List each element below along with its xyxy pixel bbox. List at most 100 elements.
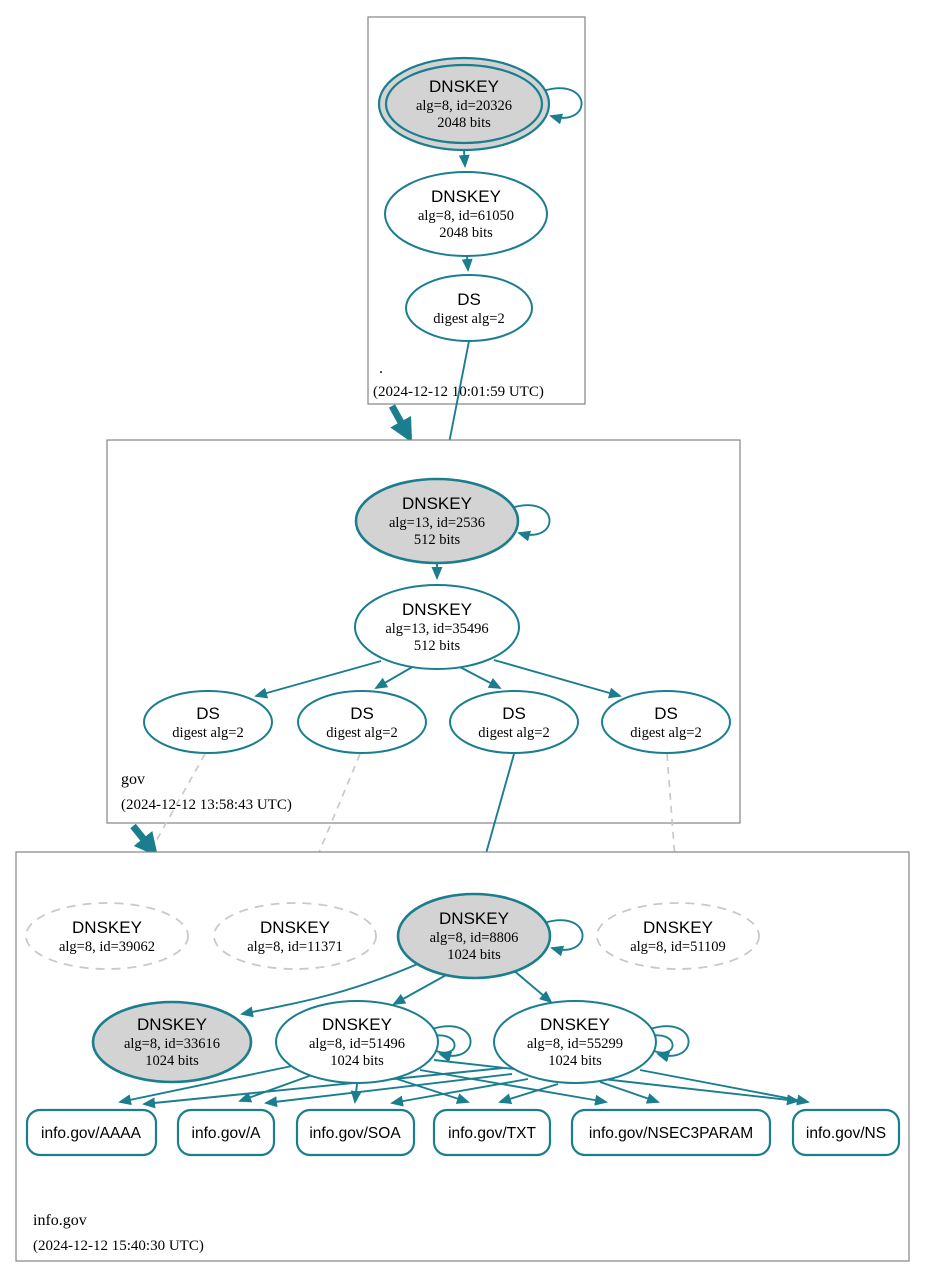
dnskey-node-51496[interactable]: DNSKEY alg=8, id=51496 1024 bits xyxy=(275,1000,439,1084)
self-loop-dnskey-20326 xyxy=(542,87,583,125)
rrset-label: info.gov/SOA xyxy=(309,1125,401,1142)
node-title: DS xyxy=(654,704,678,723)
edge-51496-to-aaaa xyxy=(118,1065,293,1106)
node-bits: 512 bits xyxy=(414,638,461,654)
node-bits: 1024 bits xyxy=(447,947,501,963)
edge-55299-to-aaaa xyxy=(142,1067,504,1109)
rrset-node-info-gov-ns[interactable]: info.gov/NS xyxy=(791,1108,901,1157)
edge-51496-to-txt xyxy=(419,1069,608,1106)
edge-gov-zsk-to-ds2 xyxy=(374,665,415,690)
edge-root-ksk-to-zsk xyxy=(458,150,470,168)
dnskey-node-20326[interactable]: DNSKEY alg=8, id=20326 2048 bits xyxy=(377,56,551,152)
dnskey-node-51109[interactable]: DNSKEY alg=8, id=51109 xyxy=(596,902,760,970)
ds-node-gov-1[interactable]: DS digest alg=2 xyxy=(143,690,273,754)
node-title: DNSKEY xyxy=(540,1015,610,1034)
node-alg: digest alg=2 xyxy=(478,725,549,741)
node-bits: 1024 bits xyxy=(330,1053,384,1069)
node-alg: alg=8, id=39062 xyxy=(59,939,155,955)
delegation-arrow-gov-to-infogov xyxy=(130,823,158,857)
node-title: DNSKEY xyxy=(72,918,142,937)
node-alg: alg=8, id=61050 xyxy=(418,208,514,224)
delegation-arrow-root-to-gov xyxy=(388,404,413,443)
self-loop-dnskey-51496 xyxy=(431,1025,472,1063)
edge-55299-to-txt xyxy=(498,1083,559,1104)
dnskey-node-55299[interactable]: DNSKEY alg=8, id=55299 1024 bits xyxy=(493,1000,657,1084)
ds-node-gov-3[interactable]: DS digest alg=2 xyxy=(449,690,579,754)
node-title: DS xyxy=(457,290,481,309)
node-alg: digest alg=2 xyxy=(326,725,397,741)
node-alg: alg=8, id=8806 xyxy=(430,930,519,946)
zone-box-root: DNSKEY alg=8, id=20326 2048 bits DNSKEY … xyxy=(367,16,586,405)
zone-box-infogov: DNSKEY alg=8, id=39062 DNSKEY alg=8, id=… xyxy=(15,851,910,1262)
rrset-label: info.gov/A xyxy=(192,1125,262,1142)
node-title: DS xyxy=(196,704,220,723)
edge-55299-to-a xyxy=(264,1073,513,1108)
node-alg: alg=8, id=20326 xyxy=(416,98,512,114)
node-title: DNSKEY xyxy=(429,77,499,96)
dnskey-node-35496[interactable]: DNSKEY alg=13, id=35496 512 bits xyxy=(354,584,520,670)
node-title: DNSKEY xyxy=(402,494,472,513)
node-alg: alg=8, id=11371 xyxy=(247,939,343,955)
dnskey-node-8806[interactable]: DNSKEY alg=8, id=8806 1024 bits xyxy=(396,892,552,980)
rrset-label: info.gov/NSEC3PARAM xyxy=(589,1125,753,1142)
edge-gov-zsk-to-ds3 xyxy=(457,665,502,689)
ds-node-root[interactable]: DS digest alg=2 xyxy=(405,274,533,342)
edge-gov-ds1-to-dnskey-39062 xyxy=(123,753,206,900)
node-title: DS xyxy=(350,704,374,723)
rrset-node-info-gov-a[interactable]: info.gov/A xyxy=(176,1108,276,1157)
node-bits: 2048 bits xyxy=(439,225,493,241)
node-alg: alg=13, id=2536 xyxy=(389,515,485,531)
node-bits: 1024 bits xyxy=(548,1053,602,1069)
node-title: DS xyxy=(502,704,526,723)
zone-timestamp-gov: (2024-12-12 13:58:43 UTC) xyxy=(121,797,292,813)
edge-51496-to-nsec3param xyxy=(393,1077,470,1104)
node-title: DNSKEY xyxy=(439,909,509,928)
edge-51496-to-a xyxy=(238,1074,313,1103)
edge-gov-zsk-to-ds4 xyxy=(493,659,622,699)
node-bits: 512 bits xyxy=(414,532,461,548)
self-loop-dnskey-8806 xyxy=(543,919,584,957)
node-alg: digest alg=2 xyxy=(433,311,504,327)
rrset-label: info.gov/NS xyxy=(806,1125,886,1142)
dnskey-node-39062[interactable]: DNSKEY alg=8, id=39062 xyxy=(25,902,189,970)
rrset-label: info.gov/TXT xyxy=(448,1125,536,1142)
node-bits: 1024 bits xyxy=(145,1053,199,1069)
node-alg: alg=8, id=33616 xyxy=(124,1036,220,1052)
zone-label-infogov: info.gov xyxy=(33,1212,87,1229)
node-alg: digest alg=2 xyxy=(172,725,243,741)
node-title: DNSKEY xyxy=(137,1015,207,1034)
zone-label-root: . xyxy=(379,360,383,377)
ds-node-gov-4[interactable]: DS digest alg=2 xyxy=(601,690,731,754)
dnskey-node-33616[interactable]: DNSKEY alg=8, id=33616 1024 bits xyxy=(91,1000,253,1084)
edge-55299-to-nsec3param xyxy=(599,1081,660,1104)
self-loop-dnskey-2536 xyxy=(510,504,551,542)
dnskey-node-2536[interactable]: DNSKEY alg=13, id=2536 512 bits xyxy=(354,477,520,565)
node-alg: alg=8, id=55299 xyxy=(527,1036,623,1052)
node-title: DNSKEY xyxy=(402,600,472,619)
rrset-node-info-gov-nsec3param[interactable]: info.gov/NSEC3PARAM xyxy=(570,1108,772,1157)
node-alg: alg=13, id=35496 xyxy=(385,621,488,637)
node-alg: alg=8, id=51109 xyxy=(630,939,726,955)
zone-timestamp-infogov: (2024-12-12 15:40:30 UTC) xyxy=(33,1238,204,1254)
rrset-label: info.gov/AAAA xyxy=(41,1125,142,1142)
dnskey-node-11371[interactable]: DNSKEY alg=8, id=11371 xyxy=(213,902,377,970)
node-title: DNSKEY xyxy=(322,1015,392,1034)
rrset-node-info-gov-txt[interactable]: info.gov/TXT xyxy=(432,1108,552,1157)
edge-55299-to-ns xyxy=(639,1069,810,1106)
zone-box-gov: DNSKEY alg=13, id=2536 512 bits DNSKEY a… xyxy=(106,439,741,824)
node-title: DNSKEY xyxy=(260,918,330,937)
dnskey-node-61050[interactable]: DNSKEY alg=8, id=61050 2048 bits xyxy=(384,171,548,257)
edge-8806-to-51496 xyxy=(392,973,449,1005)
edge-root-zsk-to-ds xyxy=(461,255,473,272)
rrset-node-info-gov-soa[interactable]: info.gov/SOA xyxy=(295,1108,416,1157)
node-alg: digest alg=2 xyxy=(630,725,701,741)
node-title: DNSKEY xyxy=(643,918,713,937)
node-alg: alg=8, id=51496 xyxy=(309,1036,405,1052)
edge-8806-to-33616 xyxy=(240,962,421,1018)
node-title: DNSKEY xyxy=(431,187,501,206)
rrset-node-info-gov-aaaa[interactable]: info.gov/AAAA xyxy=(25,1108,158,1157)
edge-55299-to-soa xyxy=(390,1078,529,1107)
edge-51496-to-ns xyxy=(433,1059,800,1106)
ds-node-gov-2[interactable]: DS digest alg=2 xyxy=(297,690,427,754)
